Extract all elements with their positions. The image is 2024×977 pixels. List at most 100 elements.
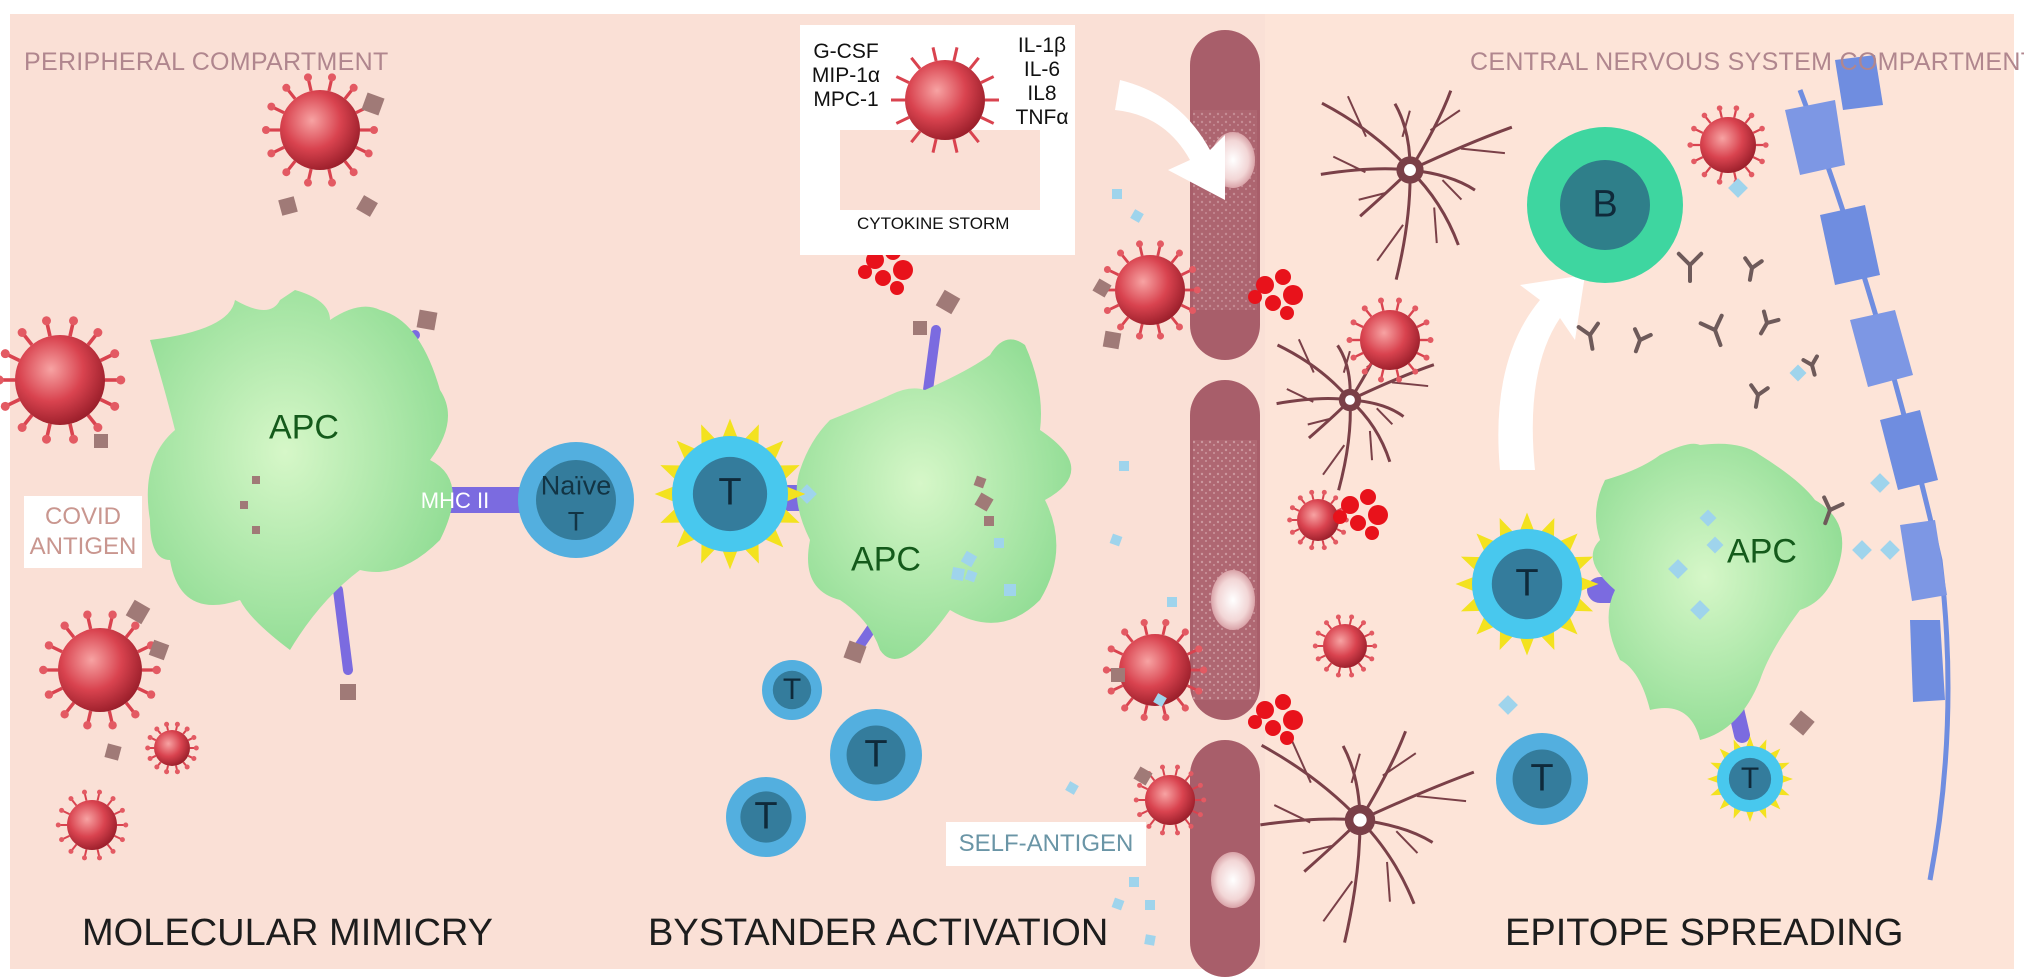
antibody-stem bbox=[1759, 321, 1769, 336]
antibody-arm bbox=[1750, 259, 1764, 270]
peripheral-compartment-label: PERIPHERAL COMPARTMENT bbox=[24, 48, 389, 76]
virus-spike-tip bbox=[59, 837, 65, 843]
apc-label-epitope: APC bbox=[1727, 532, 1797, 571]
bystander-activation-title: BYSTANDER ACTIVATION bbox=[648, 912, 1109, 954]
virus-spike-tip bbox=[303, 178, 312, 187]
cytokine-droplet bbox=[1275, 694, 1291, 710]
b-activation-arrow bbox=[1498, 275, 1585, 470]
dynamic-elements bbox=[0, 40, 1900, 946]
cytokine-list-right: IL-1β IL-6 IL8 TNFα bbox=[1010, 34, 1074, 130]
b-cell-label: B bbox=[1592, 183, 1618, 226]
antibody-5 bbox=[1698, 313, 1724, 348]
virus-spike-tip bbox=[119, 807, 125, 813]
virus-spike-tip bbox=[328, 178, 337, 187]
virus-spike-tip bbox=[1748, 171, 1755, 178]
virus-spike-tip bbox=[303, 73, 312, 82]
virus-spike-tip bbox=[17, 422, 27, 432]
virus-spike bbox=[895, 116, 910, 125]
virus-spike-tip bbox=[164, 721, 170, 727]
covid-antigen-7 bbox=[148, 639, 170, 661]
virus-spike-tip bbox=[93, 328, 103, 338]
virus-spike-tip bbox=[1195, 687, 1203, 695]
sars-cov-2-virus-8 bbox=[1346, 297, 1434, 383]
virus-spike-tip bbox=[1312, 643, 1318, 649]
antibody-stem bbox=[1633, 338, 1642, 354]
self-antigen-23 bbox=[1498, 695, 1518, 715]
virus-body bbox=[1297, 499, 1339, 541]
virus-spike-tip bbox=[1140, 713, 1148, 721]
virus-spike-tip bbox=[282, 168, 291, 177]
cytokine-il6: IL-6 bbox=[1023, 58, 1061, 81]
activation-spike bbox=[1476, 615, 1496, 635]
activation-spike bbox=[1558, 533, 1578, 553]
self-antigen-5 bbox=[1167, 597, 1177, 607]
virus-spike-tip bbox=[1412, 368, 1419, 375]
t-cell-epitope-plain bbox=[1496, 733, 1588, 825]
sars-cov-2-virus-4 bbox=[145, 721, 199, 775]
virus-spike-tip bbox=[1188, 823, 1194, 829]
sars-cov-2-virus-1 bbox=[262, 73, 378, 187]
cytokine-cluster-2 bbox=[1248, 269, 1303, 320]
virus-spike-tip bbox=[1157, 332, 1165, 340]
virus-spike-tip bbox=[1346, 337, 1353, 343]
apc-cell-mimicry bbox=[147, 290, 453, 650]
dendrite-branch bbox=[1416, 795, 1467, 803]
sars-cov-2-virus-10 bbox=[1312, 614, 1378, 678]
dendrite-branch bbox=[1307, 418, 1330, 426]
virus-spike-tip bbox=[110, 349, 120, 359]
virus-spike-tip bbox=[1309, 545, 1315, 551]
virus-spike-tip bbox=[1423, 354, 1430, 361]
virus-spike-tip bbox=[1691, 158, 1697, 165]
activation-spike bbox=[1707, 774, 1720, 784]
antibody-arm bbox=[1765, 317, 1781, 325]
self-antigen-14 bbox=[1004, 584, 1016, 596]
activation-spike bbox=[1579, 576, 1599, 592]
cytokine-droplet bbox=[1248, 290, 1262, 304]
virus-spike-tip bbox=[1372, 643, 1378, 649]
virus-spike-tip bbox=[1159, 830, 1165, 836]
virus-spike-tip bbox=[1361, 368, 1368, 375]
dendrite-branch bbox=[1376, 224, 1404, 262]
virus-spike-tip bbox=[1162, 713, 1170, 721]
cytokine-list-left: G-CSF MIP-1α MPC-1 bbox=[806, 40, 886, 112]
b-cell-nucleus bbox=[1560, 160, 1650, 250]
virus-spike-tip bbox=[60, 621, 69, 630]
virus-spike-tip bbox=[193, 745, 199, 751]
virus-spike-tip bbox=[1146, 823, 1152, 829]
cytokine-droplet bbox=[858, 265, 872, 279]
self-antigen-11 bbox=[1144, 934, 1156, 946]
cytokine-droplet bbox=[1283, 710, 1303, 730]
covid-antigen-11 bbox=[913, 321, 927, 335]
virus-spike-tip bbox=[81, 855, 87, 861]
virus-spike-tip bbox=[1333, 495, 1339, 501]
activation-spike bbox=[722, 418, 738, 439]
self-antigen-8 bbox=[1129, 877, 1139, 887]
self-antigen-22 bbox=[1690, 600, 1710, 620]
covid-antigen-13 bbox=[974, 492, 994, 512]
virus-spike-tip bbox=[1195, 645, 1203, 653]
virus-spike-tip bbox=[1197, 782, 1203, 788]
virus-spike-tip bbox=[1188, 771, 1194, 777]
virus-spike-tip bbox=[1759, 125, 1765, 132]
virus-spike-tip bbox=[110, 401, 120, 411]
covid-antigen-15 bbox=[1092, 278, 1112, 298]
dendrite-branch bbox=[1433, 207, 1438, 244]
antibody-4 bbox=[1632, 327, 1653, 354]
virus-spike-tip bbox=[1369, 630, 1375, 636]
self-antigen-25 bbox=[1706, 536, 1724, 554]
virus-spike-tip bbox=[1102, 666, 1110, 674]
activation-spike bbox=[1519, 512, 1535, 532]
antibody-7 bbox=[1749, 383, 1770, 409]
dendrite-branch bbox=[1395, 830, 1419, 854]
virus-spike-tip bbox=[1349, 614, 1355, 620]
antibody-3 bbox=[1576, 321, 1600, 351]
virus-spike-tip bbox=[364, 149, 373, 158]
virus-spike-tip bbox=[116, 375, 126, 385]
virus-spike-tip bbox=[1135, 240, 1143, 248]
t-cell-small-1 bbox=[762, 660, 822, 720]
virus-spike-tip bbox=[110, 796, 116, 802]
dendrite-branch bbox=[1289, 737, 1312, 784]
virus-spike-tip bbox=[174, 721, 180, 727]
activation-spike bbox=[1745, 809, 1755, 822]
cytokine-box-virus bbox=[891, 47, 999, 153]
